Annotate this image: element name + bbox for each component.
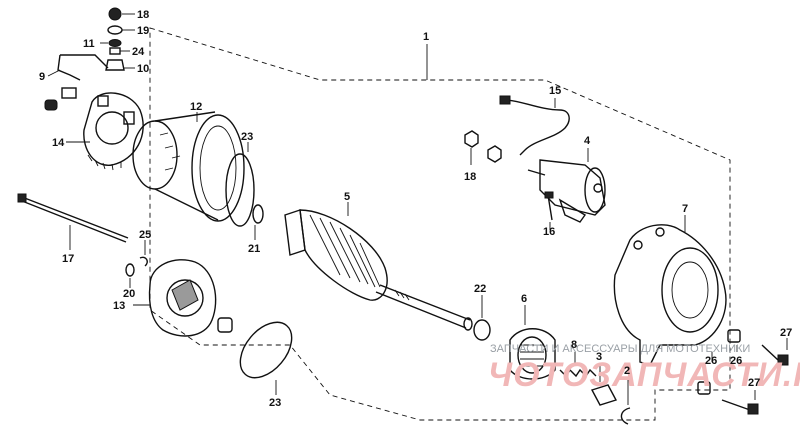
callout-27b: 27 [748,377,760,389]
lock-washer [139,256,148,267]
callout-21: 21 [248,243,260,255]
rear-bushing [217,317,233,333]
callout-17: 17 [62,253,74,265]
callout-3: 3 [596,351,602,363]
callout-5: 5 [344,191,350,203]
watermark-text: ЗАПЧАСТИ И АКСЕССУАРЫ ДЛЯ МОТОТЕХНИКИ [490,343,750,355]
brush-lead [44,54,109,111]
shaft-washer [473,319,491,341]
solenoid-bolt [544,191,554,230]
callout-24: 24 [132,46,145,58]
callout-15: 15 [549,85,561,97]
dowel-pin-2 [697,381,711,395]
mount-bolt-2 [721,390,759,415]
callout-19: 19 [137,25,149,37]
callout-1: 1 [423,31,429,43]
pinion-spring [559,368,597,378]
brush-holder-plate [66,92,144,171]
callout-9: 9 [39,71,45,83]
callout-27a: 27 [780,327,792,339]
stop-collar [590,384,618,406]
callout-12: 12 [190,101,202,113]
callout-4: 4 [584,135,591,147]
through-bolt [17,193,129,250]
mount-bolt-1 [761,338,789,366]
callout-8: 8 [571,339,577,351]
starter-cable [499,95,570,156]
yoke-housing [132,111,245,222]
callout-13: 13 [113,300,125,312]
watermark-logo: ЧОТОЗАПЧАСТИ.RU [488,356,800,394]
front-housing [613,215,727,366]
thrust-washer [252,204,264,224]
callout-25: 25 [139,229,151,241]
flat-washer [125,263,135,277]
callout-22: 22 [474,283,486,295]
callout-23a: 23 [241,131,253,143]
callout-26a: 26 [705,355,717,367]
callout-6: 6 [521,293,527,305]
callout-11: 11 [83,38,95,50]
dowel-pin-1 [727,329,741,343]
callout-7: 7 [682,203,688,215]
snap-ring [620,407,631,425]
magnetic-switch [527,148,606,223]
callout-2: 2 [624,365,630,377]
callout-23b: 23 [269,397,281,409]
callout-18a: 18 [137,9,149,21]
armature [284,202,473,331]
nut-washer-stack [100,7,135,71]
callout-20: 20 [123,288,135,300]
rear-cover [133,259,217,337]
o-ring-lower [239,321,293,379]
callout-16: 16 [543,226,555,238]
terminal-nut [464,130,479,148]
terminal-nut-2 [487,145,502,163]
o-ring-upper [225,153,255,227]
callout-10: 10 [137,63,149,75]
callout-18b: 18 [464,171,476,183]
assembly-boundary [149,27,731,421]
callout-26b: 26 [730,355,742,367]
callout-14: 14 [52,137,65,149]
starter-clutch [509,305,556,380]
